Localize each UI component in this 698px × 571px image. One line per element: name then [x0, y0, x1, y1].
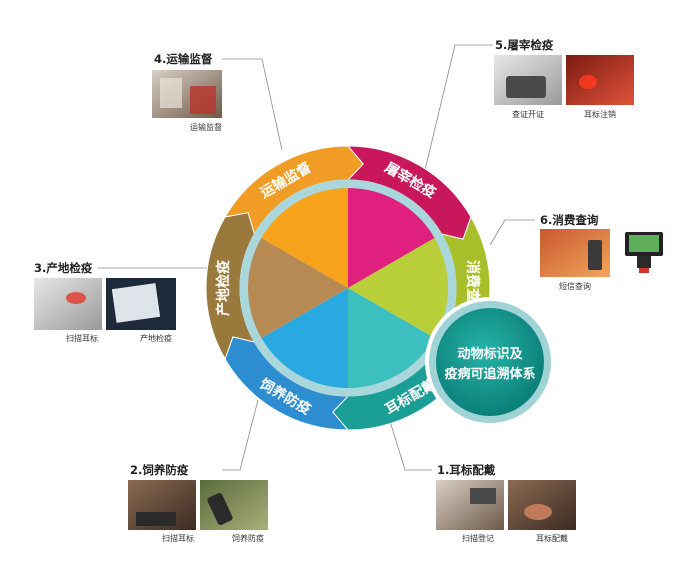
center-title-line2: 疫病可追溯体系 — [444, 366, 535, 382]
photo-detail — [470, 488, 496, 504]
ring-label-origin: 产地检疫 — [215, 260, 232, 316]
caption: 查证开证 — [512, 109, 544, 119]
step-eartag: 1.耳标配戴 扫描登记 耳标配戴 — [436, 463, 576, 543]
photo-detail — [506, 76, 546, 98]
pie — [248, 188, 448, 388]
leader-line-slaughter — [424, 44, 493, 171]
photo-scan-tag — [34, 278, 102, 330]
terminal-icon — [625, 232, 663, 273]
photo-scan-register — [436, 480, 504, 530]
step-title: 1.耳标配戴 — [437, 463, 496, 477]
leader-line-eartag — [384, 404, 432, 471]
caption: 短信查询 — [559, 281, 591, 291]
step-consume: 6.消费查询 短信查询 — [540, 213, 663, 291]
pie-slice-feeding — [261, 288, 348, 388]
leader-line-transport — [222, 58, 283, 151]
step-feeding: 2.饲养防疫 扫描耳标 饲养防疫 — [128, 463, 268, 543]
pie-slice-transport — [261, 188, 348, 288]
caption: 扫描耳标 — [162, 533, 194, 543]
leader-line-consume — [489, 219, 535, 246]
center-title-line1: 动物标识及 — [457, 346, 523, 362]
pie-slice-consume — [348, 238, 448, 338]
caption: 耳标配戴 — [536, 533, 568, 543]
pie-slice-slaughter — [348, 188, 435, 288]
photo-detail — [190, 86, 216, 114]
caption: 产地检疫 — [140, 333, 172, 343]
photo-detail — [207, 493, 233, 525]
center-badge-fill — [436, 308, 544, 416]
pie-slice-origin — [248, 238, 348, 338]
photo-detail — [111, 283, 161, 323]
caption: 运输监督 — [190, 122, 222, 132]
photo-tag-cancel — [566, 55, 634, 105]
step-title: 6.消费查询 — [540, 213, 599, 227]
step-slaughter: 5.屠宰检疫 查证开证 耳标注销 — [494, 38, 634, 119]
photo-detail — [160, 78, 182, 108]
step-title: 5.屠宰检疫 — [495, 38, 554, 52]
inner-ring-border — [239, 179, 457, 397]
photo-detail — [136, 512, 176, 526]
photo-detail — [66, 292, 86, 304]
step-transport: 4.运输监督 运输监督 — [152, 52, 222, 132]
step-title: 4.运输监督 — [154, 52, 213, 66]
caption: 扫描耳标 — [66, 333, 98, 343]
center-badge: 动物标识及 疫病可追溯体系 — [425, 297, 555, 427]
caption: 扫描登记 — [462, 533, 494, 543]
caption: 耳标注销 — [584, 109, 616, 119]
step-origin: 3.产地检疫 扫描耳标 产地检疫 — [34, 261, 176, 343]
step-title: 2.饲养防疫 — [130, 463, 189, 477]
photo-detail — [579, 75, 597, 89]
photo-detail — [588, 240, 602, 270]
photo-detail — [524, 504, 552, 520]
step-title: 3.产地检疫 — [34, 261, 93, 275]
pie-slice-eartag — [348, 288, 435, 388]
caption: 饲养防疫 — [232, 533, 264, 543]
leader-line-feeding — [222, 399, 259, 471]
